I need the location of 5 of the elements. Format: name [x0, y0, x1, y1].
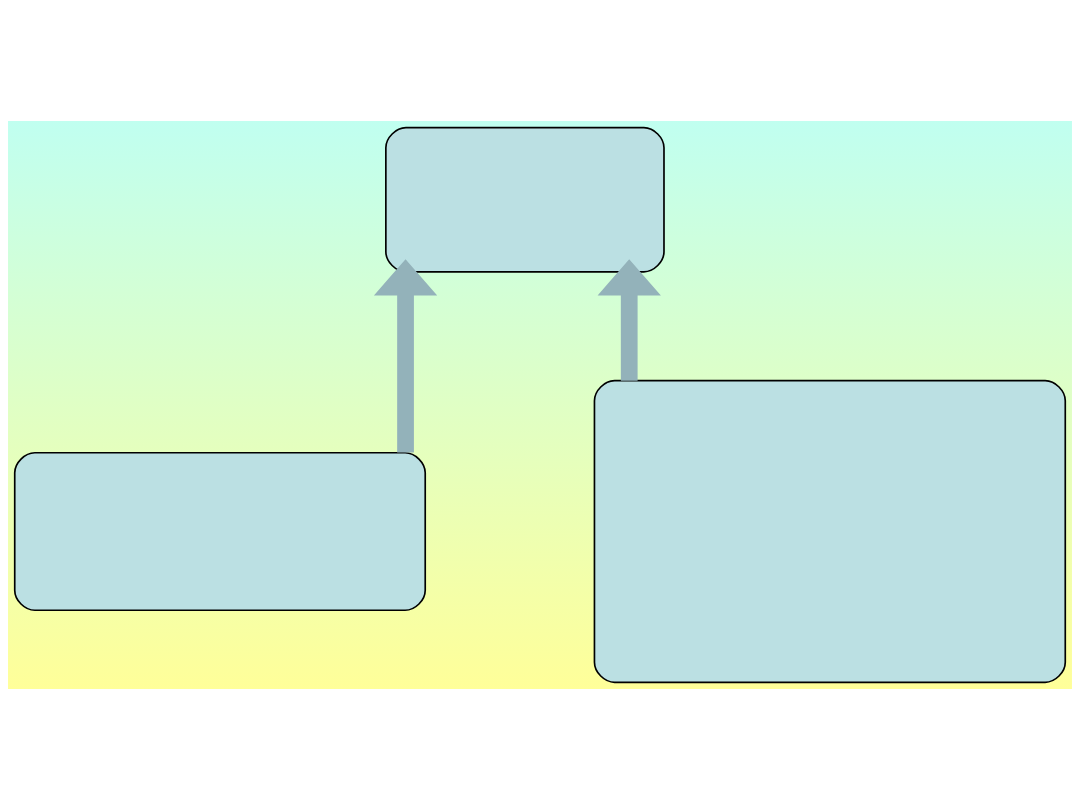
node-box — [13, 451, 427, 612]
node-box — [593, 379, 1067, 684]
node-box — [385, 126, 665, 273]
arrow — [597, 259, 661, 381]
arrow — [373, 259, 438, 453]
